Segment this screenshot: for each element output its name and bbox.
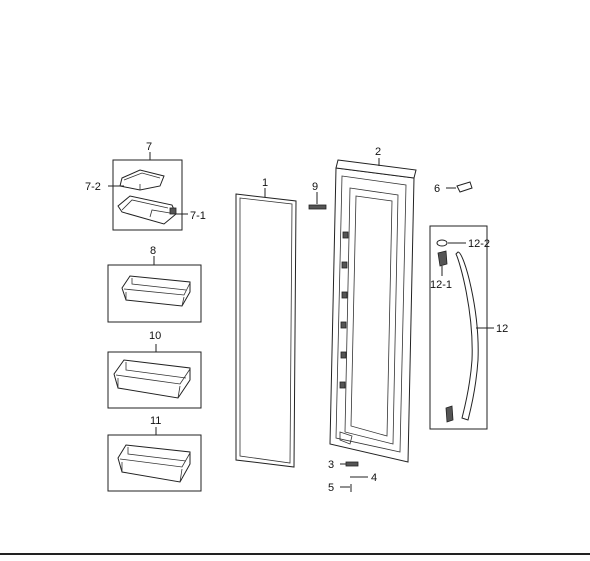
label-5: 5 — [328, 482, 334, 494]
part-1-gasket — [235, 188, 297, 468]
part-10-box — [107, 344, 202, 409]
part-2-door — [329, 158, 417, 463]
part-9-clip — [308, 192, 327, 210]
part-6-cap — [446, 181, 473, 193]
label-1: 1 — [262, 177, 268, 189]
label-3: 3 — [328, 459, 334, 471]
label-7-2: 7-2 — [85, 181, 101, 193]
label-8: 8 — [150, 245, 156, 257]
part-3-screw — [340, 461, 359, 467]
label-2: 2 — [375, 146, 381, 158]
label-12-2: 12-2 — [468, 238, 490, 250]
part-12-box — [429, 225, 494, 430]
label-10: 10 — [149, 330, 161, 342]
label-9: 9 — [312, 181, 318, 193]
label-7-1: 7-1 — [190, 210, 206, 222]
part-8-box — [107, 256, 202, 323]
label-11: 11 — [150, 415, 161, 427]
label-4: 4 — [371, 472, 377, 484]
part-5-screw — [340, 484, 352, 492]
label-7: 7 — [146, 141, 152, 153]
label-12: 12 — [496, 323, 508, 335]
part-7-box — [108, 152, 188, 231]
label-12-1: 12-1 — [430, 279, 452, 291]
part-11-box — [107, 427, 202, 492]
label-6: 6 — [434, 183, 440, 195]
bottom-divider — [0, 553, 590, 555]
